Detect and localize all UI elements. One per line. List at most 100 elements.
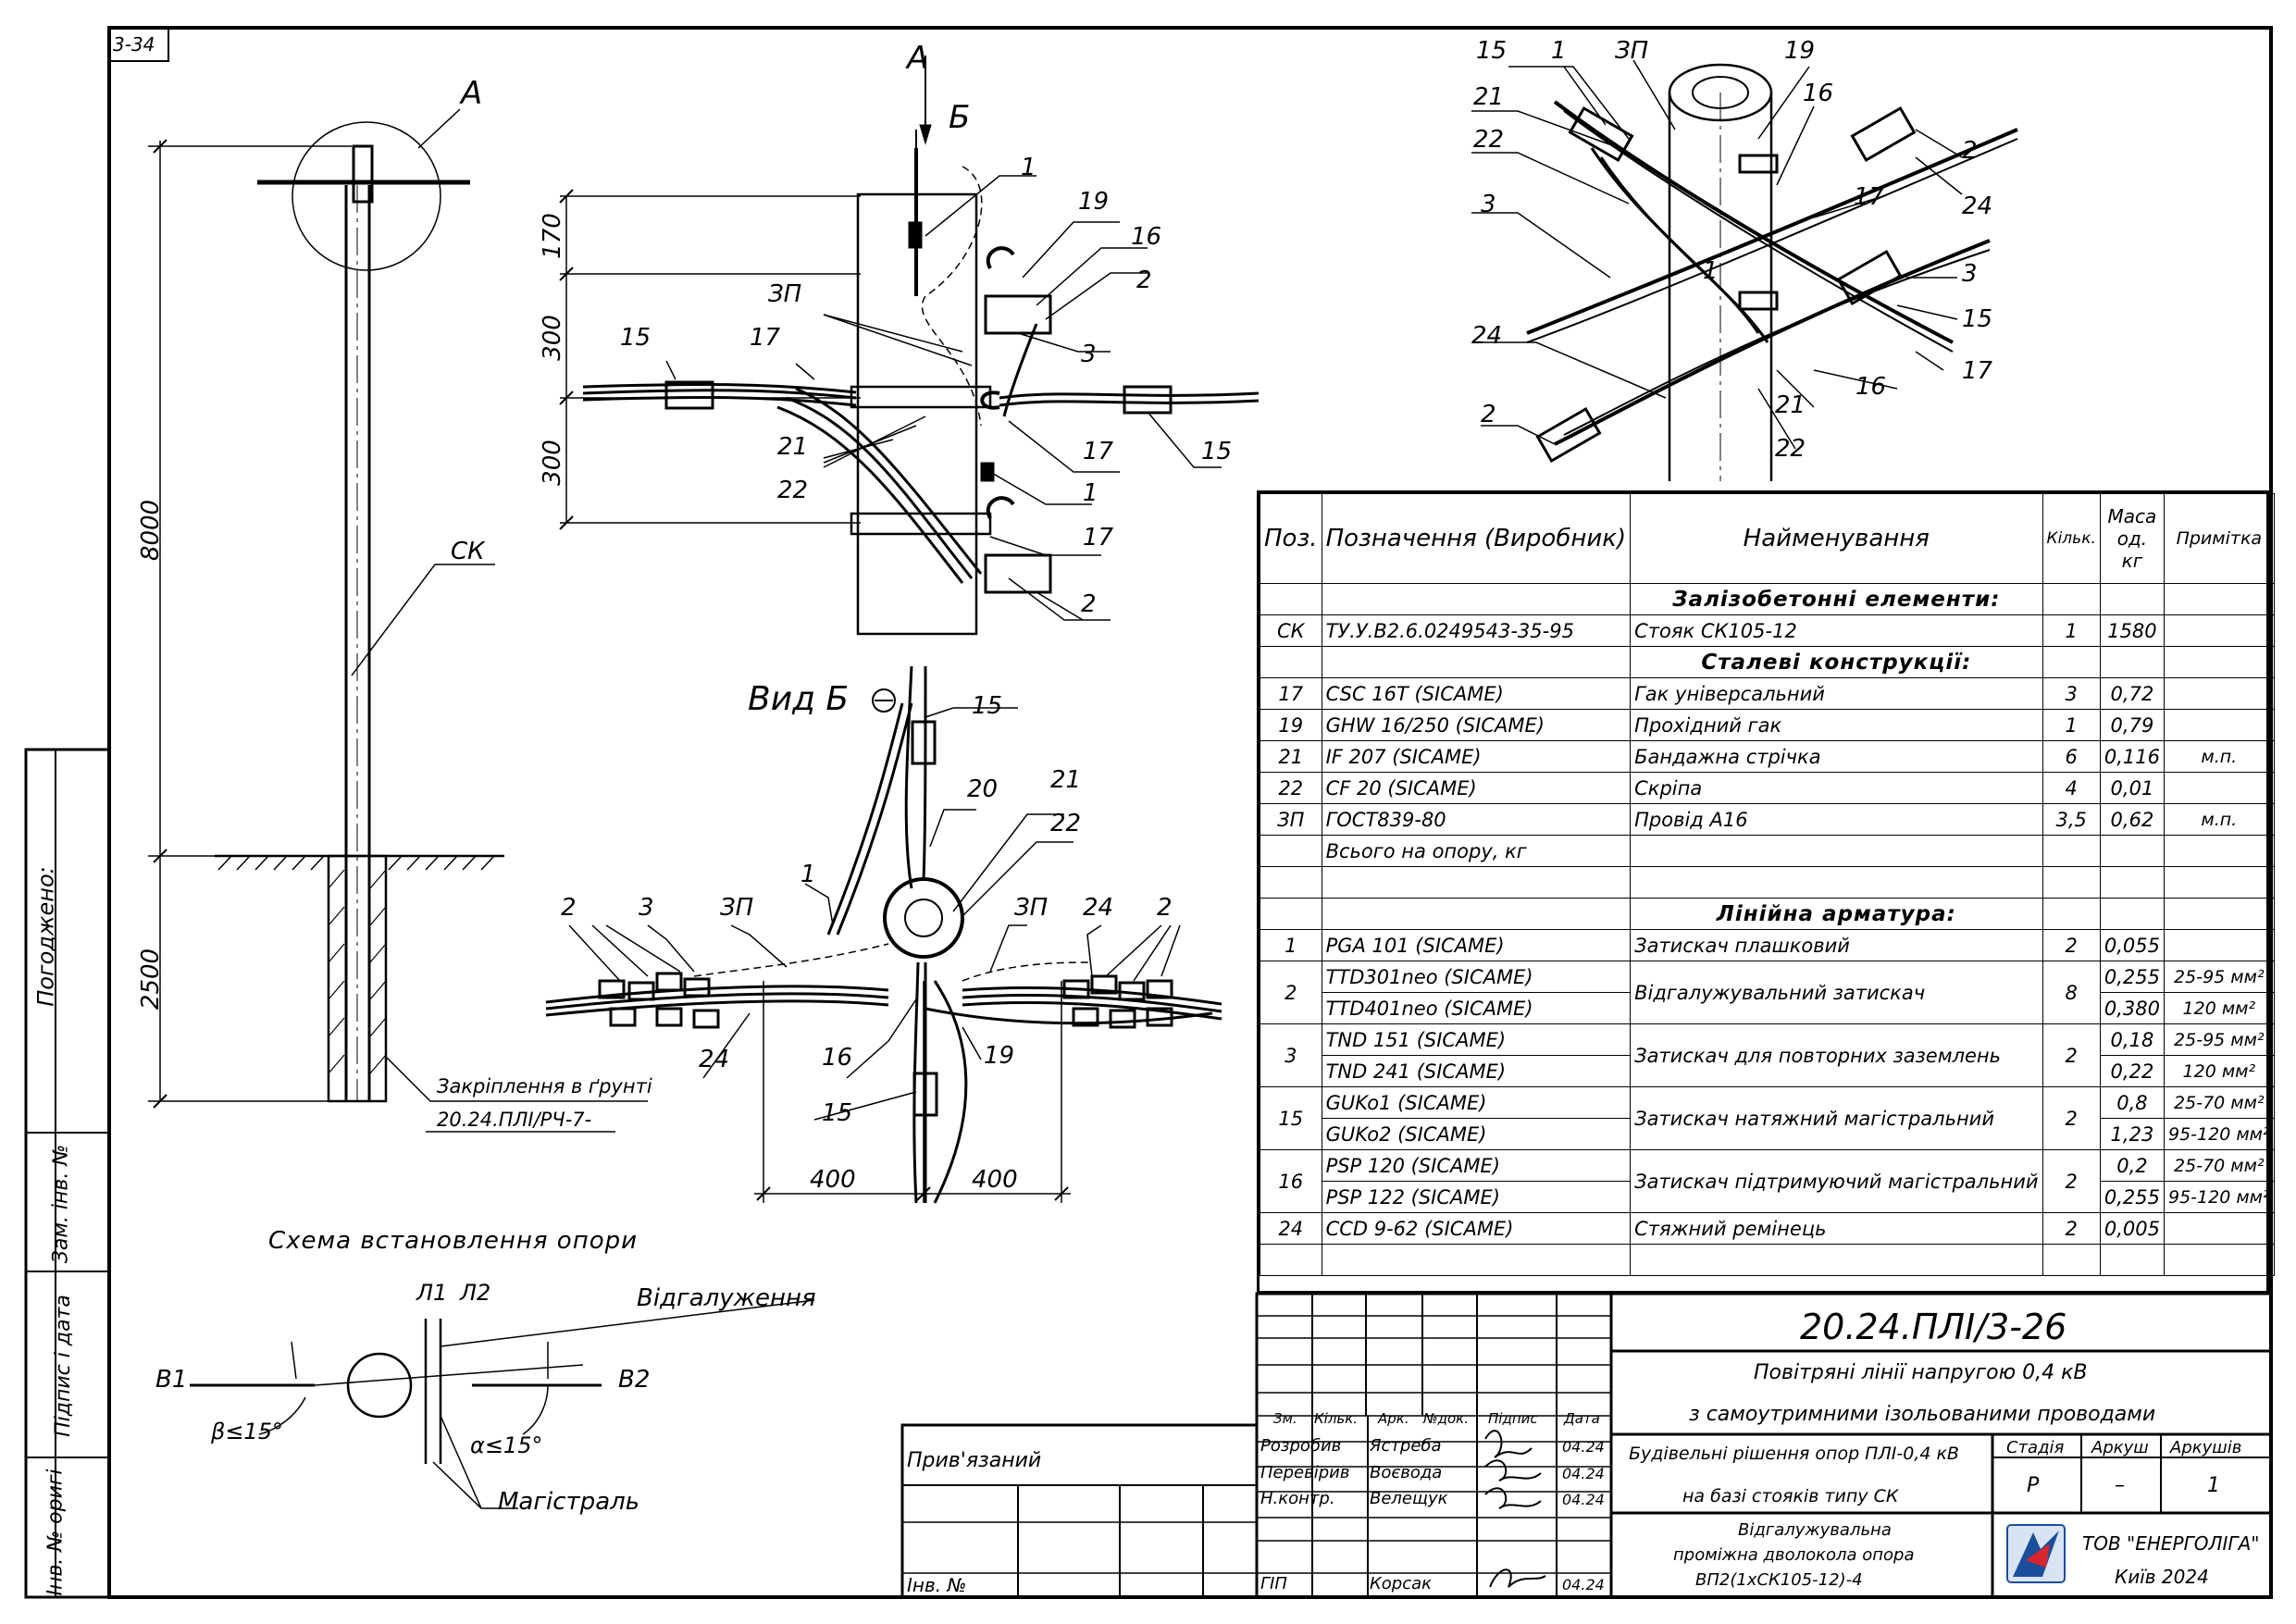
rev-header: Дата [1564, 1410, 1600, 1427]
spec-spacer-row [1260, 1244, 2275, 1276]
spec-cell [2042, 583, 2101, 615]
iso-callout: 2 [1481, 401, 1496, 428]
spec-cell [2042, 1244, 2101, 1276]
iso-callout: 3 [1962, 260, 1978, 288]
spec-cell [2042, 646, 2101, 678]
spec-name: Затискач натяжний магістральний [1630, 1086, 2043, 1150]
spec-mass: 0,01 [2099, 772, 2166, 804]
spec-code: IF 207 (SICAME) [1321, 740, 1632, 773]
company-name: ТОВ "ЕНЕРГОЛІГА" [2082, 1532, 2260, 1555]
sign-role: Н.контр. [1260, 1489, 1335, 1508]
spec-name: Відгалужувальний затискач [1630, 961, 2043, 1024]
spec-section-title: Сталеві конструкції: [1630, 646, 2043, 678]
sign-name: Корсак [1370, 1574, 1433, 1593]
spec-header: Маса од. кг [2099, 493, 2166, 584]
spec-mass: 0,055 [2099, 929, 2166, 961]
pole-label-a: А [461, 75, 483, 112]
stage-header: Стадія [2006, 1438, 2065, 1457]
rev-header: Арк. [1378, 1410, 1409, 1427]
pole-elevation [148, 108, 648, 1133]
spec-name: Затискач для повторних заземлень [1630, 1023, 2043, 1087]
spec-cell [1630, 866, 2043, 899]
spec-note [2164, 677, 2275, 710]
drawing-name-3: ВП2(1хСК105-12)-4 [1695, 1570, 1863, 1590]
iso-callout: 24 [1962, 192, 1993, 220]
spec-pos: 2 [1260, 961, 1322, 1024]
spec-code: TND 241 (SICAME) [1321, 1055, 1632, 1087]
spec-cell [1321, 583, 1632, 615]
view-a-callout: 16 [1131, 223, 1162, 251]
iso-callout: ЗП [1615, 37, 1649, 65]
spec-code: ТУ.У.В2.6.0249543-35-95 [1321, 614, 1632, 647]
view-b-dim-right: 400 [972, 1166, 1018, 1194]
spec-cell [1260, 583, 1322, 615]
scheme-l2: Л2 [460, 1280, 491, 1306]
spec-qty [2042, 835, 2101, 867]
spec-mass: 0,255 [2099, 961, 2166, 993]
spec-mass: 0,8 [2099, 1086, 2166, 1119]
scheme-b1: В1 [155, 1366, 188, 1394]
view-b-callout: ЗП [720, 894, 754, 922]
spec-pos: 24 [1260, 1212, 1322, 1245]
spec-qty: 3,5 [2042, 803, 2101, 836]
spec-qty: 1 [2042, 709, 2101, 741]
view-a-callout: 15 [620, 324, 652, 352]
sign-date: 04.24 [1562, 1438, 1605, 1456]
ground-note-2: 20.24.ПЛІ/РЧ-7- [437, 1109, 592, 1131]
spec-qty: 2 [2042, 1212, 2101, 1245]
spec-code: PSP 120 (SICAME) [1321, 1149, 1632, 1182]
rev-header: Зм. [1273, 1410, 1297, 1427]
spec-note: 95-120 мм² [2164, 1118, 2275, 1150]
spec-qty: 2 [2042, 1086, 2101, 1150]
side-label-replace-inv: Зам. інв. № [49, 1144, 73, 1264]
spec-mass: 0,255 [2099, 1181, 2166, 1213]
spec-note [2164, 614, 2275, 647]
spec-row: Всього на опору, кг [1260, 835, 2275, 867]
sign-name: Воєвода [1370, 1463, 1443, 1482]
iso-callout: 3 [1481, 191, 1496, 218]
spec-code: TTD301neo (SICAME) [1321, 961, 1632, 993]
side-label-sign-date: Підпис і дата [51, 1295, 75, 1437]
iso-callout: 17 [1962, 357, 1993, 385]
spec-code: TND 151 (SICAME) [1321, 1023, 1632, 1056]
iso-view [1471, 59, 2018, 481]
spec-qty: 4 [2042, 772, 2101, 804]
iso-callout: 24 [1471, 322, 1503, 350]
pole-label-ck: СК [451, 538, 485, 565]
spec-code: Всього на опору, кг [1321, 835, 1632, 867]
scheme-l1: Л1 [416, 1280, 448, 1306]
pole-dim-8000: 8000 [137, 499, 166, 562]
spec-name: Стяжний ремінець [1630, 1212, 2043, 1245]
sign-role: Розробив [1260, 1436, 1342, 1456]
view-b-callout: 21 [1050, 766, 1082, 794]
pole-dim-2500: 2500 [137, 948, 166, 1010]
sheet-id: 3-34 [113, 33, 155, 56]
subtitle-line-2: на базі стояків типу СК [1682, 1486, 1899, 1506]
spec-code: TTD401neo (SICAME) [1321, 992, 1632, 1024]
view-a-callout: 1 [1021, 154, 1036, 181]
spec-note: 120 мм² [2164, 992, 2275, 1024]
spec-section-title: Залізобетонні елементи: [1630, 583, 2043, 615]
spec-qty: 8 [2042, 961, 2101, 1024]
subtitle-line-1: Будівельні рішення опор ПЛІ-0,4 кВ [1629, 1444, 1959, 1464]
scheme-beta: β≤15° [211, 1419, 283, 1444]
view-a-dim-300-1: 300 [538, 315, 566, 361]
spec-cell [1260, 898, 1322, 930]
sign-date: 04.24 [1562, 1465, 1605, 1482]
view-a-label-b: Б [949, 99, 971, 136]
iso-callout: 17 [1854, 183, 1885, 211]
scheme-alpha: α≤15° [470, 1432, 543, 1458]
sign-role: ГІП [1260, 1574, 1287, 1593]
spec-pos [1260, 835, 1322, 867]
spec-pos: ЗП [1260, 803, 1322, 836]
spec-qty: 2 [2042, 929, 2101, 961]
view-b [545, 665, 1222, 1204]
specification-table: Поз. Позначення (Виробник) Найменування … [1257, 490, 2275, 1294]
spec-mass: 0,79 [2099, 709, 2166, 741]
